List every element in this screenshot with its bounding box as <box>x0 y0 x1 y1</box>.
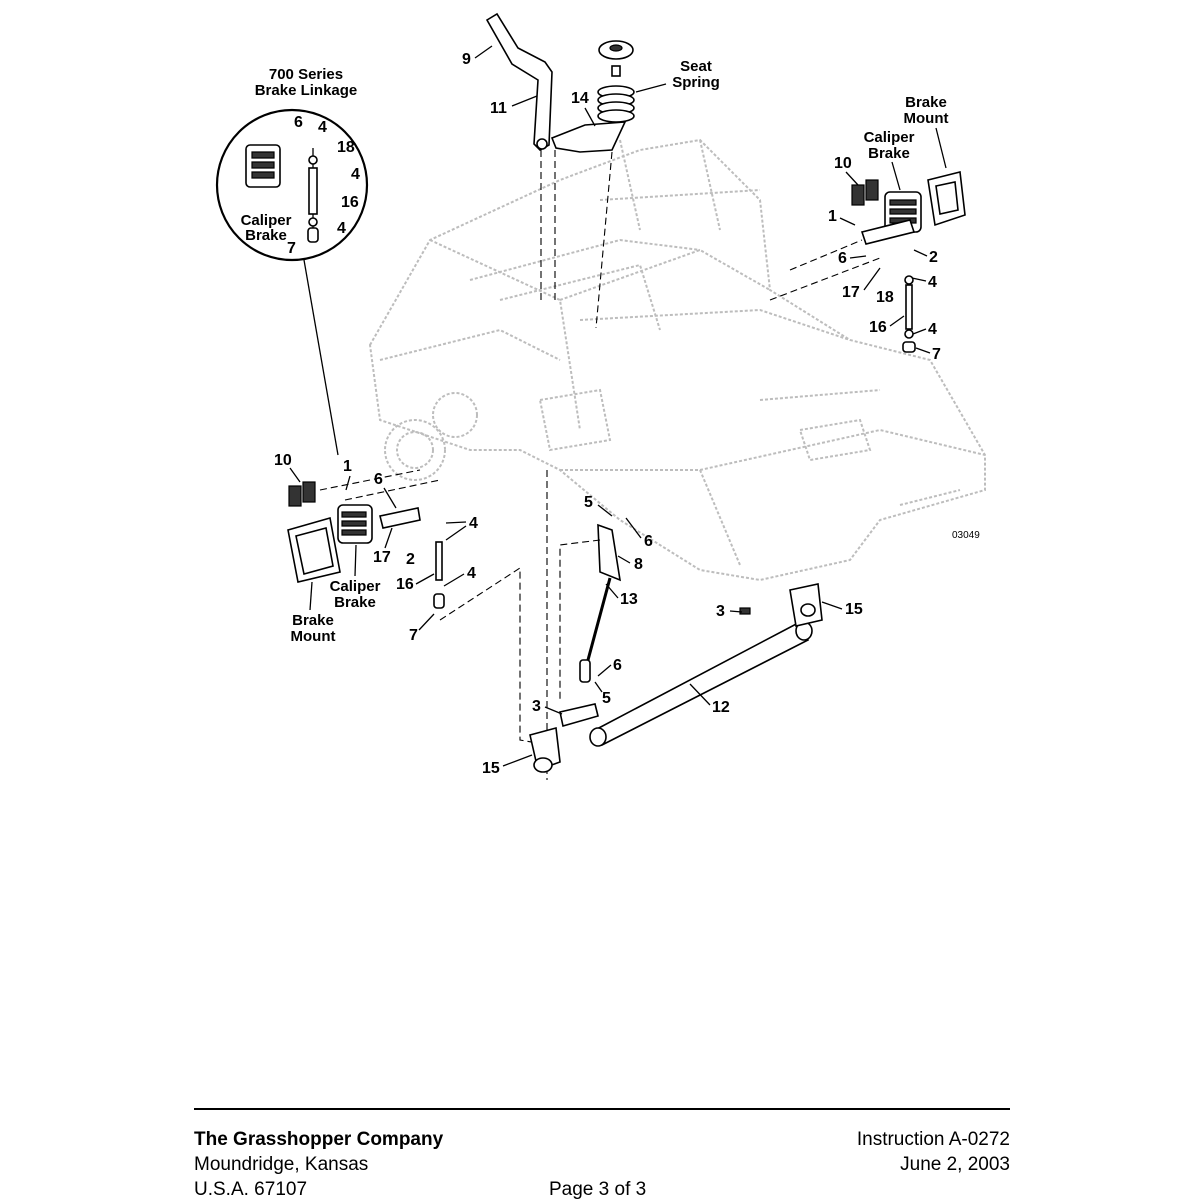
callout-right-1: 1 <box>828 208 837 225</box>
callout-left-6: 6 <box>374 471 383 488</box>
bracket-8-part <box>597 523 622 582</box>
company-name: The Grasshopper Company <box>194 1129 444 1150</box>
right-brake-group: Brake Mount Caliper Brake 10 1 2 6 4 17 … <box>769 94 966 363</box>
inset-title-line2: Brake Linkage <box>255 82 358 99</box>
right-caliper-line1: Caliper <box>864 129 915 146</box>
inset-detail: 700 Series Brake Linkage Caliper Brake 6… <box>215 66 369 456</box>
brake-lever-part <box>485 12 553 151</box>
callout-left-17: 17 <box>373 549 391 566</box>
callout-center-3a: 3 <box>716 603 725 620</box>
drawing-number: 03049 <box>952 530 980 541</box>
callout-center-15b: 15 <box>482 760 500 777</box>
callout-left-16: 16 <box>396 576 414 593</box>
cross-shaft-12-part <box>593 620 810 747</box>
callout-right-4b: 4 <box>928 321 937 338</box>
center-linkage: 5 6 8 13 3 15 6 5 3 12 15 <box>482 494 863 777</box>
callout-11: 11 <box>490 100 507 117</box>
right-brake-mount-line1: Brake <box>905 94 947 111</box>
callout-right-17: 17 <box>842 284 860 301</box>
callout-left-2: 2 <box>406 551 415 568</box>
callout-right-16: 16 <box>869 319 887 336</box>
inset-caliper-line2: Brake <box>245 227 287 244</box>
left-caliper-line1: Caliper <box>330 578 381 595</box>
callout-center-12: 12 <box>712 699 730 716</box>
page-number: Page 3 of 3 <box>549 1179 647 1200</box>
right-link-17-part <box>860 219 916 245</box>
callout-left-1: 1 <box>343 458 352 475</box>
callout-left-4a: 4 <box>469 515 478 532</box>
footer-rule <box>194 1108 1010 1110</box>
callout-inset-16: 16 <box>341 194 359 211</box>
callout-inset-4c: 4 <box>337 220 346 237</box>
callout-inset-4a: 4 <box>318 119 327 136</box>
company-city: Moundridge, Kansas <box>194 1154 369 1175</box>
callout-center-5a: 5 <box>584 494 593 511</box>
callout-right-10: 10 <box>834 155 852 172</box>
callout-right-2: 2 <box>929 249 938 266</box>
instruction-number: Instruction A-0272 <box>856 1129 1010 1150</box>
callout-inset-7: 7 <box>287 240 296 257</box>
bracket-14-part <box>550 121 627 153</box>
callout-right-7: 7 <box>932 346 941 363</box>
left-brake-mount-line2: Mount <box>291 628 336 645</box>
callout-inset-18: 18 <box>337 139 355 156</box>
callout-right-4a: 4 <box>928 274 937 291</box>
callout-center-15a: 15 <box>845 601 863 618</box>
callout-right-18: 18 <box>876 289 894 306</box>
callout-left-10: 10 <box>274 452 292 469</box>
left-link-17-part <box>379 507 421 529</box>
right-brake-mount-line2: Mount <box>904 110 949 127</box>
left-caliper-line2: Brake <box>334 594 376 611</box>
callout-center-8: 8 <box>634 556 643 573</box>
document-date: June 2, 2003 <box>900 1154 1010 1175</box>
seat-lever-assembly: Seat Spring 9 11 14 <box>462 12 720 780</box>
callout-center-13: 13 <box>620 591 638 608</box>
right-caliper-line2: Brake <box>868 145 910 162</box>
callout-left-7: 7 <box>409 627 418 644</box>
callout-inset-6: 6 <box>294 114 303 131</box>
seat-spring-line1: Seat <box>680 58 712 75</box>
inset-title-line1: 700 Series <box>269 66 343 83</box>
callout-right-6: 6 <box>838 250 847 267</box>
inset-caliper-line1: Caliper <box>241 212 292 229</box>
seat-spring-line2: Spring <box>672 74 720 91</box>
callout-center-6a: 6 <box>644 533 653 550</box>
mower-frame <box>368 138 986 582</box>
callout-inset-4b: 4 <box>351 166 360 183</box>
callout-center-3b: 3 <box>532 698 541 715</box>
company-country-zip: U.S.A. 67107 <box>194 1179 308 1200</box>
left-brake-mount-line1: Brake <box>292 612 334 629</box>
callout-center-5b: 5 <box>602 690 611 707</box>
callout-center-6b: 6 <box>613 657 622 674</box>
seat-spring-part <box>597 85 635 123</box>
callout-9: 9 <box>462 51 471 68</box>
left-brake-group: Caliper Brake Brake Mount 10 1 6 4 17 2 … <box>274 452 549 746</box>
rod-end-part <box>579 659 591 683</box>
callout-left-4b: 4 <box>467 565 476 582</box>
callout-14: 14 <box>571 90 589 107</box>
